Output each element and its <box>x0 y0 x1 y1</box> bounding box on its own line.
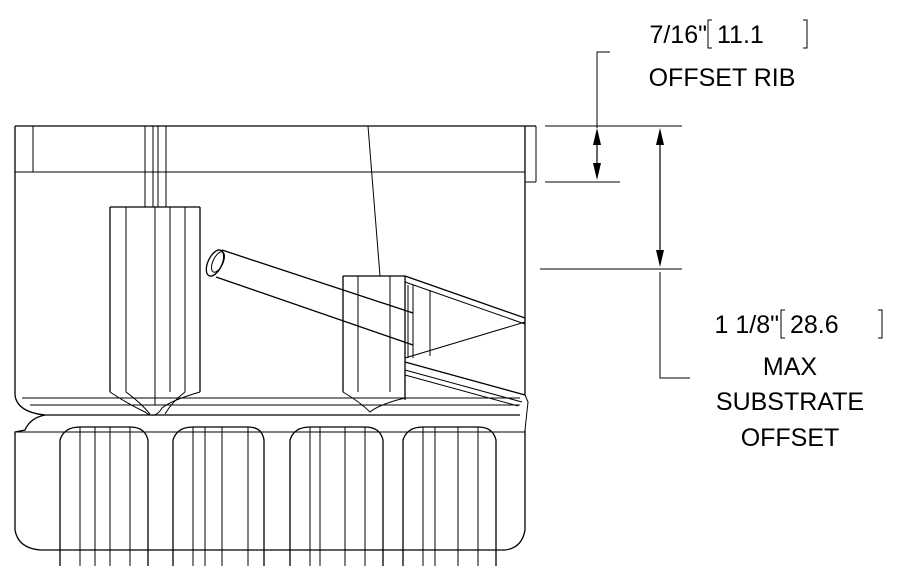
offset-rib-metric: 11.1 <box>717 21 764 49</box>
bracket <box>404 275 526 407</box>
label-substrate-offset: 1 1/8" 28.6 MAX SUBSTRATE OFFSET <box>715 309 883 452</box>
right-mounting-post <box>342 275 406 413</box>
dimension-substrate-offset <box>540 128 690 379</box>
screw <box>205 249 414 346</box>
substrate-offset-line-3: OFFSET <box>741 424 840 452</box>
substrate-offset-imperial: 1 1/8" <box>715 311 779 339</box>
offset-rib-imperial: 7/16" <box>649 21 707 49</box>
dimension-offset-rib <box>545 51 682 183</box>
offset-rib-label: OFFSET RIB <box>649 64 796 92</box>
foot-slots <box>59 426 497 566</box>
substrate-offset-metric: 28.6 <box>790 311 839 339</box>
substrate-offset-line-2: SUBSTRATE <box>716 388 864 416</box>
left-mounting-post <box>109 206 201 416</box>
substrate-offset-line-1: MAX <box>763 353 818 381</box>
bottom-ledge <box>14 397 526 551</box>
label-offset-rib: 7/16" 11.1 OFFSET RIB <box>649 19 808 92</box>
